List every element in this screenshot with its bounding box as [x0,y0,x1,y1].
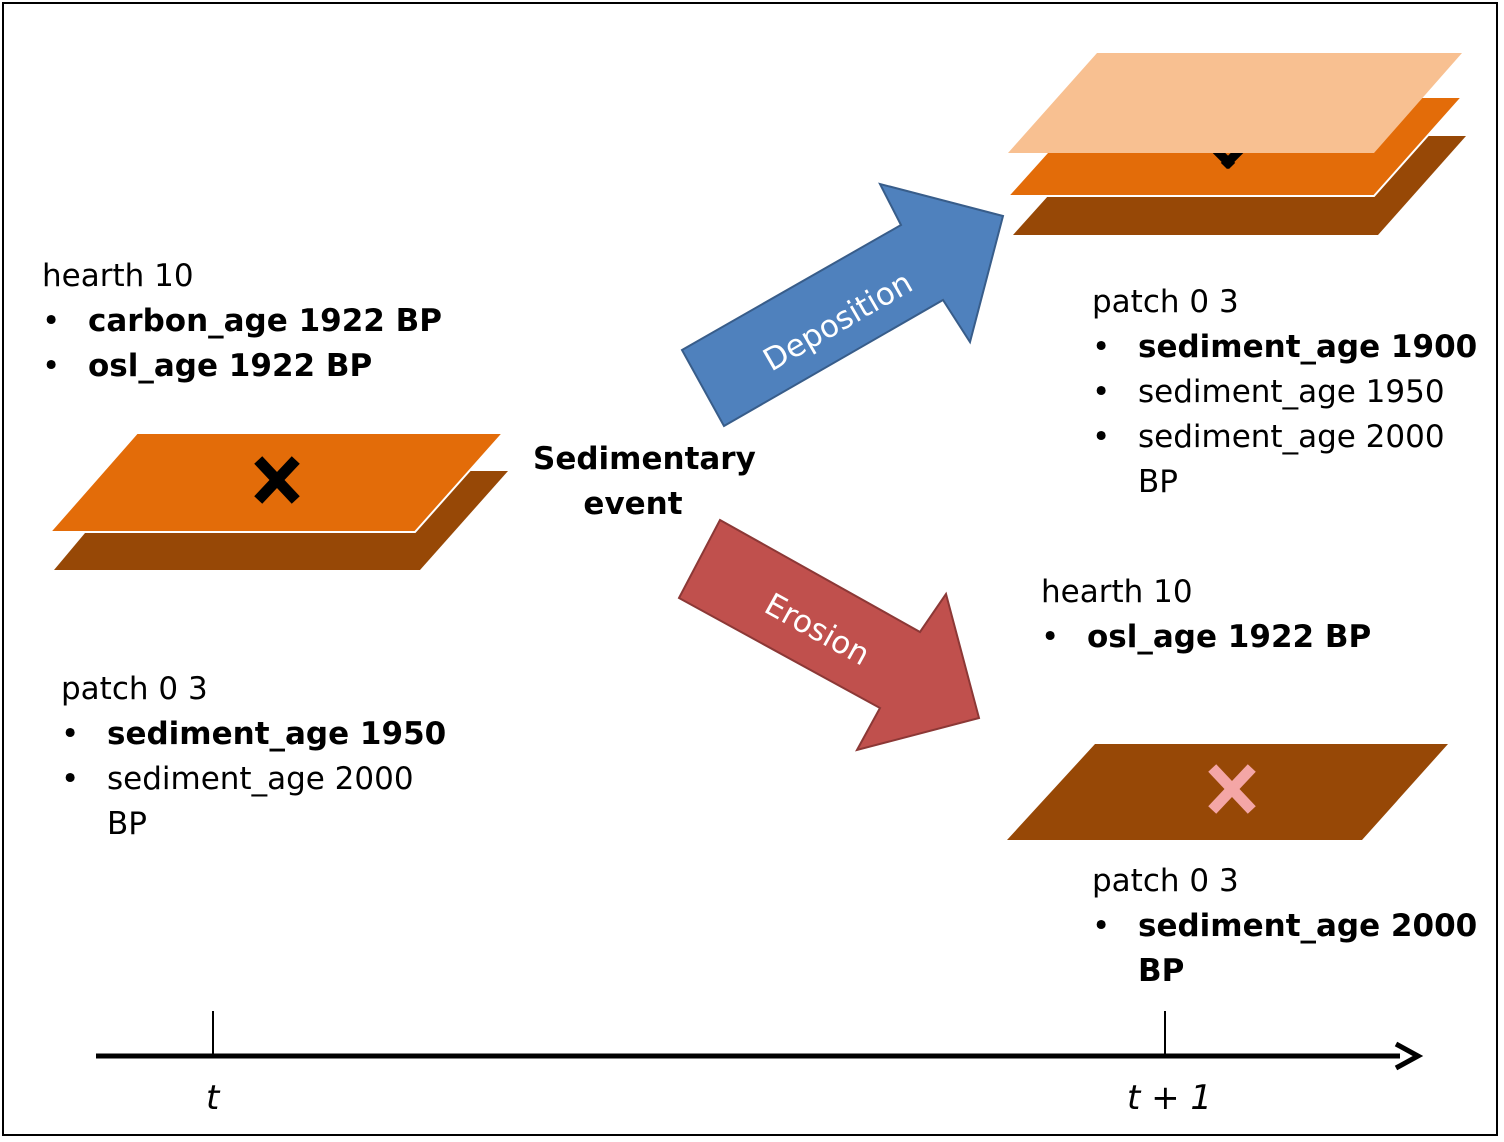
erosion-arrow: Erosion [677,518,981,752]
list-item: sediment_age 1950 [1092,370,1477,415]
list-item: carbon_age 1922 BP [42,299,442,344]
right-bottom-hearth-block: hearth 10 osl_age 1922 BP [1041,570,1371,660]
sedimentary-event-label: Sedimentary event [533,437,756,527]
list-item: sediment_age 1900 [1092,325,1477,370]
left-hearth-block: hearth 10 carbon_age 1922 BP osl_age 192… [42,254,442,389]
timeline-axis [96,1011,1424,1071]
faded-x-marker-icon [1208,764,1256,814]
list-item-text: BP [1138,464,1178,500]
right-bottom-patch-title: patch 0 3 [1092,863,1239,899]
timeline-label-t-plus-1: t + 1 [1127,1078,1213,1118]
list-item: sediment_age 1950 [61,712,446,757]
left-patch-title: patch 0 3 [61,671,208,707]
left-hearth-list: carbon_age 1922 BP osl_age 1922 BP [42,299,442,389]
list-item-text: sediment_age 2000 [107,761,414,797]
timeline-label-t: t [206,1078,220,1118]
list-item-text: BP [107,806,147,842]
right-bottom-hearth-title: hearth 10 [1041,574,1193,610]
deposition-arrow: Deposition [680,182,1005,428]
right-top-light-layer [1008,53,1462,153]
right-top-patch-block: patch 0 3 sediment_age 1900 sediment_age… [1092,280,1477,505]
list-item-text: sediment_age 2000 [1138,908,1478,944]
right-top-patch-title: patch 0 3 [1092,284,1239,320]
center-line-1: Sedimentary [533,441,756,477]
left-hearth-title: hearth 10 [42,258,194,294]
x-marker-icon [254,456,300,504]
right-top-patch-list: sediment_age 1900 sediment_age 1950 sedi… [1092,325,1477,505]
left-patch-block: patch 0 3 sediment_age 1950 sediment_age… [61,667,446,847]
list-item-text: BP [1138,953,1185,989]
list-item-text: sediment_age 2000 [1138,419,1445,455]
center-line-2: event [583,486,683,522]
list-item: osl_age 1922 BP [42,344,442,389]
right-bottom-hearth-list: osl_age 1922 BP [1041,615,1371,660]
list-item: osl_age 1922 BP [1041,615,1371,660]
